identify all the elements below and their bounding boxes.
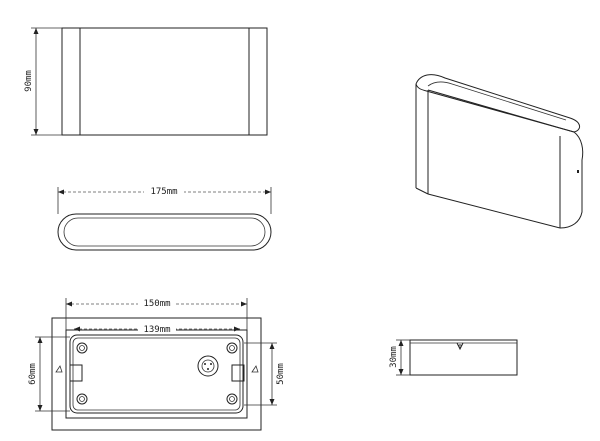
isometric-view: [415, 74, 584, 229]
hole-spacing-arrow-left: [74, 326, 80, 332]
clip-right: [231, 364, 245, 382]
inner-height-arrow-top: [269, 343, 275, 349]
cable-connector: [197, 355, 219, 377]
plate-inner-frame: [65, 329, 248, 419]
iso-bottom-left-join: [415, 187, 429, 195]
screw-hole-bottom-left-inner: [79, 396, 85, 402]
screw-hole-top-left-inner: [79, 345, 85, 351]
depth-arrow-bottom: [398, 369, 404, 375]
top-width-arrow-right: [265, 189, 271, 195]
cable-connector-inner: [201, 359, 215, 373]
hole-spacing-label-bg: [138, 323, 176, 334]
connector-pin-3: [207, 368, 209, 370]
clip-mark-right: [251, 365, 259, 373]
top-inner-outline: [63, 217, 266, 247]
mounting-plate-view: 150mm 139mm 60mm 50mm: [28, 297, 286, 431]
side-notch: [456, 342, 464, 351]
mounting-plate-inner: [72, 337, 241, 411]
screw-hole-top-left: [76, 342, 88, 354]
top-view: 175mm: [57, 185, 272, 251]
screw-hole-top-right-inner: [229, 345, 235, 351]
iso-front-top-edge: [427, 89, 561, 129]
side-notch-dot: [458, 344, 462, 348]
iso-bottom-edge: [427, 193, 561, 229]
mounting-plate: [69, 334, 244, 414]
top-width-arrow-left: [58, 189, 64, 195]
base-width-arrow-left: [66, 301, 72, 307]
screw-hole-bottom-right-inner: [229, 396, 235, 402]
inner-height-arrow-bottom: [269, 399, 275, 405]
depth-arrow-top: [398, 340, 404, 346]
front-height-arrow-bottom: [33, 129, 39, 135]
hole-spacing-arrow-right: [234, 326, 240, 332]
base-height-arrow-bottom: [37, 405, 43, 411]
plate-outer-frame: [51, 317, 262, 431]
iso-top-surface: [415, 74, 580, 133]
screw-hole-top-right: [226, 342, 238, 354]
top-width-label-bg: [144, 185, 184, 196]
connector-pin-2: [210, 363, 212, 365]
depth-label: 30mm: [389, 346, 399, 368]
front-height-arrow-top: [33, 28, 39, 34]
front-height-label: 90mm: [24, 70, 34, 92]
iso-top-inner-curve: [427, 81, 567, 121]
front-outline: [61, 27, 268, 136]
iso-front-top-right: [559, 127, 575, 133]
base-width-label-bg: [138, 297, 176, 308]
front-view: 90mm: [24, 27, 268, 136]
hole-spacing-label: 139mm: [143, 325, 170, 335]
base-height-label: 60mm: [28, 363, 38, 385]
base-width-arrow-right: [241, 301, 247, 307]
connector-pin-1: [204, 363, 206, 365]
side-outline: [409, 339, 518, 376]
top-width-label: 175mm: [150, 187, 177, 197]
iso-screw-mark: [577, 170, 579, 173]
iso-right-side: [559, 131, 584, 229]
screw-hole-bottom-right: [226, 393, 238, 405]
base-height-arrow-top: [37, 337, 43, 343]
inner-height-label: 50mm: [276, 363, 286, 385]
side-view: 30mm: [389, 339, 518, 376]
clip-left: [69, 364, 83, 382]
clip-mark-left: [55, 365, 63, 373]
base-width-label: 150mm: [143, 299, 170, 309]
screw-hole-bottom-left: [76, 393, 88, 405]
top-outline: [57, 213, 272, 251]
